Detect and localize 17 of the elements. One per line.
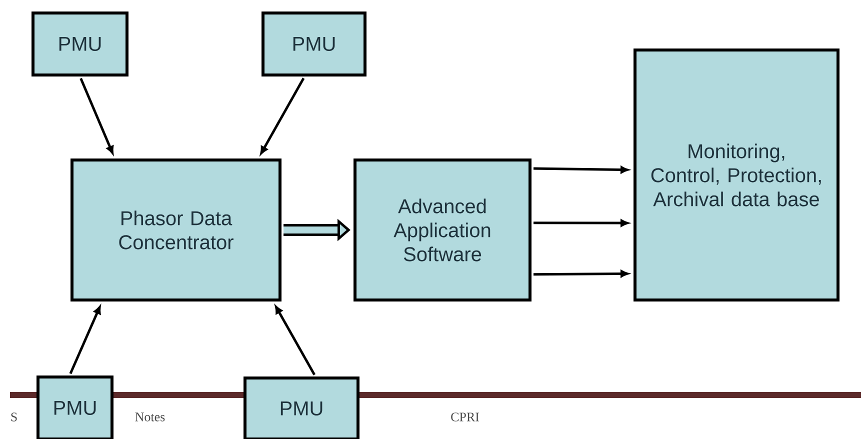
arrow xyxy=(533,166,628,174)
arrow xyxy=(534,219,628,227)
process-box: Monitoring, Control, Protection, Archival data base xyxy=(634,48,840,302)
footer-text: Notes xyxy=(135,412,165,422)
footer-text: S xyxy=(11,412,17,422)
pmu-box: PMU xyxy=(32,12,128,76)
arrow xyxy=(260,78,305,154)
pmu-box: PMU xyxy=(262,12,366,76)
pmu-box: PMU xyxy=(244,376,360,439)
arrow xyxy=(80,78,114,154)
pmu-box: PMU xyxy=(36,376,114,439)
process-box: Advanced Application Software xyxy=(354,158,532,302)
arrow xyxy=(69,306,101,374)
arrow xyxy=(534,270,628,278)
process-box: Phasor Data Concentrator xyxy=(70,158,282,302)
footer-text: CPRI xyxy=(451,412,479,422)
arrow xyxy=(275,306,316,376)
